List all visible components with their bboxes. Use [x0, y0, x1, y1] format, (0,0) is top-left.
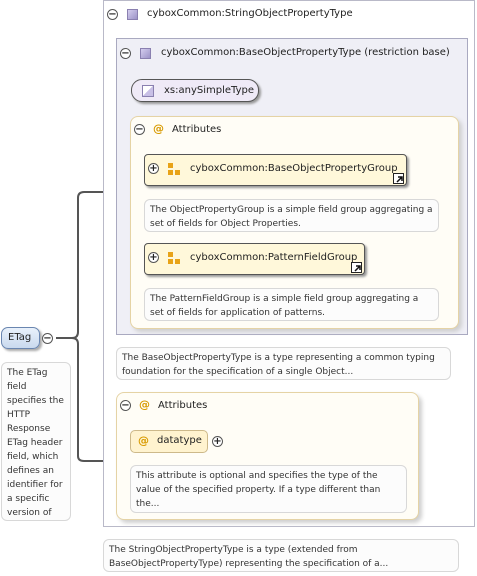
pattern-field-group-doc: The PatternFieldGroup is a simple field … — [144, 288, 439, 321]
complex-type-icon — [127, 9, 138, 20]
etag-element-box[interactable]: ETag — [1, 327, 40, 349]
base-object-property-group-box[interactable] — [144, 154, 407, 186]
attributes-icon: @ — [153, 122, 164, 135]
string-attributes-collapse-toggle[interactable]: − — [120, 400, 131, 411]
group-expand-toggle[interactable]: + — [148, 252, 159, 263]
pattern-field-group-box[interactable] — [144, 243, 365, 275]
datatype-attribute-box[interactable] — [130, 430, 208, 453]
datatype-documentation: This attribute is optional and specifies… — [130, 465, 407, 513]
attribute-group-icon — [168, 163, 180, 175]
string-type-label: cyboxCommon:StringObjectPropertyType — [147, 8, 353, 19]
base-attributes-collapse-toggle[interactable]: − — [134, 124, 145, 135]
base-type-collapse-toggle[interactable]: − — [120, 48, 131, 59]
base-attributes-header: Attributes — [172, 124, 222, 135]
any-simple-type-label: xs:anySimpleType — [164, 85, 254, 96]
base-type-label: cyboxCommon:BaseObjectPropertyType (rest… — [161, 47, 450, 58]
etag-documentation: The ETag field specifies the HTTP Respon… — [1, 362, 71, 521]
complex-type-icon — [140, 48, 151, 59]
group-expand-toggle[interactable]: + — [148, 163, 159, 174]
base-object-property-group-doc: The ObjectPropertyGroup is a simple fiel… — [144, 199, 439, 232]
string-attributes-header: Attributes — [158, 400, 208, 411]
etag-collapse-toggle[interactable]: − — [42, 333, 53, 344]
any-simple-type-box[interactable]: xs:anySimpleType — [131, 79, 259, 102]
base-type-documentation: The BaseObjectPropertyType is a type rep… — [116, 347, 451, 380]
attribute-group-icon — [168, 252, 180, 264]
datatype-label: datatype — [157, 435, 202, 446]
reference-arrow-icon — [351, 262, 362, 273]
pattern-field-group-label: cyboxCommon:PatternFieldGroup — [190, 252, 358, 263]
attributes-icon: @ — [139, 398, 150, 411]
simple-type-icon — [142, 85, 154, 97]
reference-arrow-icon — [393, 173, 404, 184]
string-type-documentation: The StringObjectPropertyType is a type (… — [103, 539, 459, 572]
string-type-collapse-toggle[interactable]: − — [107, 9, 118, 20]
etag-label: ETag — [8, 332, 32, 343]
datatype-expand-toggle[interactable]: + — [212, 436, 223, 447]
base-object-property-group-label: cyboxCommon:BaseObjectPropertyGroup — [190, 163, 398, 174]
attribute-icon: @ — [138, 434, 149, 447]
